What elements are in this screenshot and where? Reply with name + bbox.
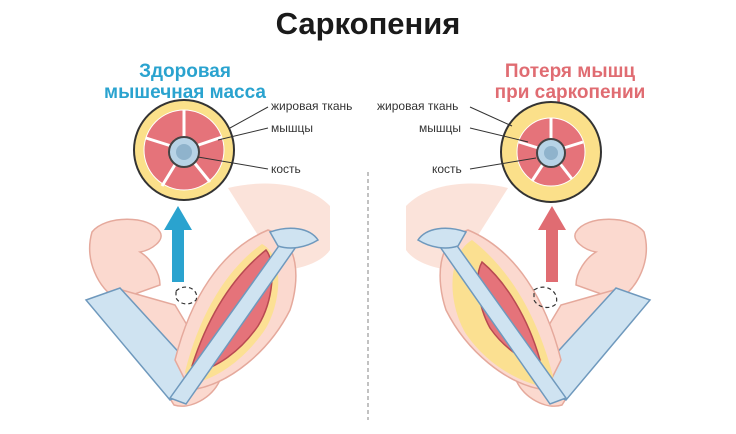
healthy-label-fat: жировая ткань	[271, 99, 353, 113]
sarcopenia-fist	[574, 218, 648, 301]
page-title: Саркопения	[275, 6, 461, 41]
sarcopenia-heading: Потеря мышц при саркопении	[460, 61, 680, 103]
healthy-arm	[84, 183, 330, 407]
healthy-label-bone: кость	[271, 162, 301, 176]
sarcopenia-label-muscle: мышцы	[419, 121, 461, 135]
healthy-fist	[88, 218, 162, 301]
healthy-arrow	[164, 206, 192, 282]
sarcopenia-heading-line1: Потеря мышц	[504, 61, 636, 82]
healthy-shoulder-joint	[268, 227, 320, 249]
sarcopenia-arrow	[538, 206, 566, 282]
healthy-label-muscle: мышцы	[271, 121, 313, 135]
sarcopenia-cross-section	[469, 101, 602, 203]
healthy-heading: Здоровая мышечная масса	[80, 61, 290, 103]
healthy-bone-marrow	[176, 144, 192, 160]
sarcopenia-shoulder-skin	[406, 183, 508, 270]
sarcopenia-label-fat: жировая ткань	[377, 99, 459, 113]
healthy-heading-line1: Здоровая	[139, 61, 231, 82]
sarcopenia-label-bone: кость	[432, 162, 462, 176]
sarcopenia-heading-line2: при саркопении	[494, 82, 646, 103]
healthy-shoulder-skin	[228, 183, 330, 270]
sarcopenia-arm	[406, 183, 652, 407]
sarcopenia-shoulder-joint	[416, 227, 468, 249]
healthy-muscle-outline	[175, 286, 198, 305]
healthy-cross-section	[133, 99, 269, 201]
healthy-heading-line2: мышечная масса	[104, 82, 266, 103]
sarcopenia-bone-marrow	[544, 146, 558, 160]
